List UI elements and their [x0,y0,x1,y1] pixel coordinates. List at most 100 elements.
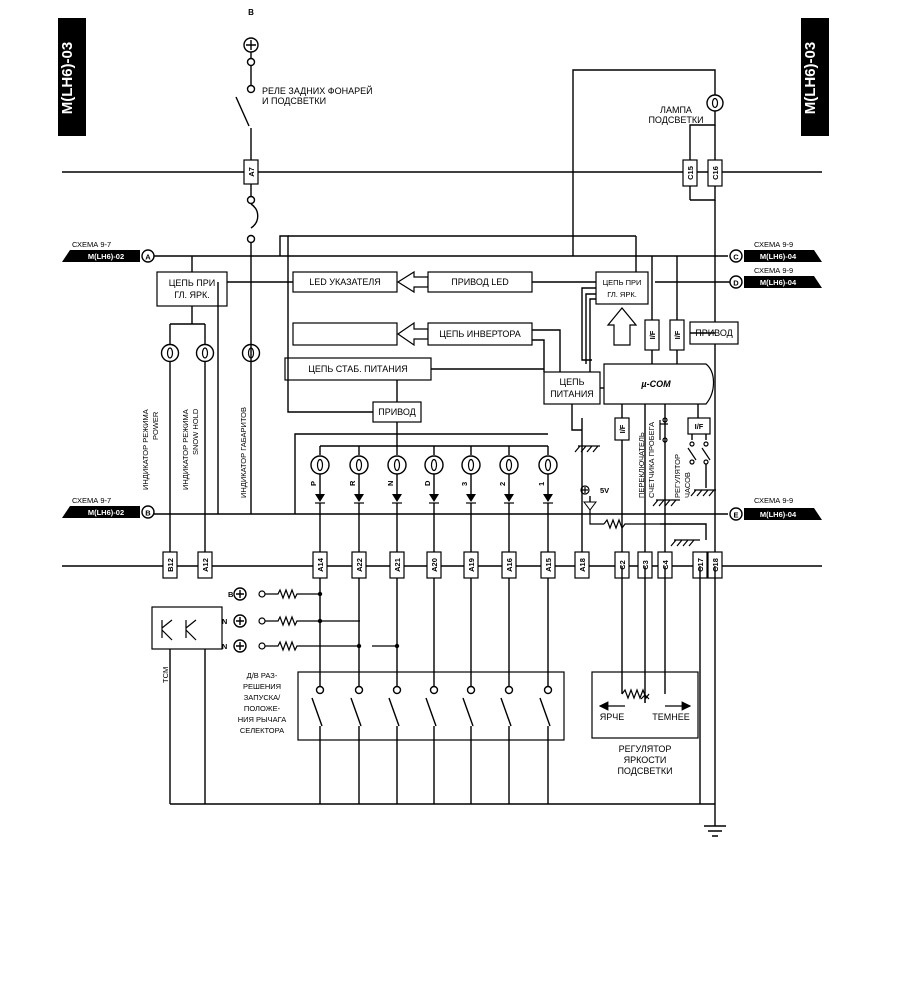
svg-text:POWER: POWER [151,411,160,440]
connector-a14: A14 [312,551,328,579]
svg-text:I/F: I/F [673,330,682,339]
svg-text:I/F: I/F [695,422,704,431]
svg-text:ИНДИКАТОР ГАБАРИТОВ: ИНДИКАТОР ГАБАРИТОВ [239,407,248,498]
selector-switch-N [388,578,402,804]
svg-text:Д/В РАЗ-: Д/В РАЗ- [247,671,278,680]
gear-lamp-3: 3 [460,446,481,566]
lamp-label-2: ПОДСВЕТКИ [648,115,703,125]
connector-a7: A7 [247,167,256,177]
svg-text:ЦЕПЬ ПРИ: ЦЕПЬ ПРИ [603,278,642,287]
connector-a20: A20 [426,551,442,579]
selector-switch-D [425,578,439,804]
page-code-right: M(LH6)-03 [801,18,829,136]
svg-text:5V: 5V [600,486,609,495]
svg-text:C: C [733,253,739,262]
ref-e: СХЕМА 9-9 E M(LH6)-04 [729,496,822,521]
svg-text:B: B [145,509,151,518]
gear-lamp-2: 2 [498,446,519,566]
svg-text:СХЕМА 9-9: СХЕМА 9-9 [754,240,793,249]
svg-text:C17: C17 [696,558,705,572]
svg-text:ЧАСОВ: ЧАСОВ [683,472,692,498]
svg-text:НИЯ РЫЧАГА: НИЯ РЫЧАГА [238,715,287,724]
gear-lamp-label-D: D [423,480,432,486]
svg-text:A14: A14 [316,557,325,572]
gear-lamp-1: 1 [537,446,558,566]
connector-a19: A19 [463,551,479,579]
inverter-blocks: ЦЕПЬ ИНВЕРТОРА [292,321,561,372]
svg-text:ЯРЧЕ: ЯРЧЕ [600,712,625,722]
dimmer: ЯРЧЕ ТЕМНЕЕ РЕГУЛЯТОР ЯРКОСТИ ПОДСВЕТКИ [591,566,699,776]
svg-text:СХЕМА 9-9: СХЕМА 9-9 [754,266,793,275]
connectors-top: A7 C15 C16 [243,159,723,187]
connector-b12: B12 [162,551,178,579]
svg-text:A20: A20 [430,558,439,572]
svg-text:M(LH6)-04: M(LH6)-04 [760,278,797,287]
indicator-power: ИНДИКАТОР РЕЖИМА POWER [141,343,180,566]
connector-a21: A21 [389,551,405,579]
gear-lamp-label-1: 1 [537,482,546,486]
connector-c15: C15 [686,166,695,180]
svg-text:C18: C18 [711,558,720,572]
driver-mid: ПРИВОД [279,235,637,446]
clock-regulator: РЕГУЛЯТОР ЧАСОВ [673,441,716,498]
svg-text:E: E [733,511,738,520]
svg-text:A21: A21 [393,558,402,572]
gear-lamp-label-3: 3 [460,482,469,486]
svg-text:ПОДСВЕТКИ: ПОДСВЕТКИ [617,766,672,776]
indicator-snow-hold: ИНДИКАТОР РЕЖИМА SNOW HOLD [181,343,215,566]
selector-switch-3 [462,578,476,804]
connector-a16: A16 [501,551,517,579]
svg-text:B12: B12 [166,558,175,572]
indicator-marker: ИНДИКАТОР ГАБАРИТОВ [239,343,261,498]
svg-text:M(LH6)-02: M(LH6)-02 [88,508,124,517]
relay-label-1: РЕЛЕ ЗАДНИХ ФОНАРЕЙ [262,85,373,96]
svg-text:ЯРКОСТИ: ЯРКОСТИ [624,755,667,765]
svg-text:C2: C2 [618,560,627,570]
power-inputs: B IGN IGN [214,587,398,653]
svg-text:ПИТАНИЯ: ПИТАНИЯ [550,389,594,399]
lamp-label-1: ЛАМПА [660,105,692,115]
svg-text:ЦЕПЬ ПРИ: ЦЕПЬ ПРИ [169,278,215,288]
svg-text:ГЛ. ЯРК.: ГЛ. ЯРК. [607,290,637,299]
page-code-left-text: M(LH6)-03 [59,42,76,115]
ground [170,566,726,837]
page-code-left: M(LH6)-03 [58,18,86,136]
svg-text:M(LH6)-04: M(LH6)-04 [760,252,797,261]
svg-text:D: D [733,279,739,288]
svg-text:ПЕРЕКЛЮЧАТЕЛЬ: ПЕРЕКЛЮЧАТЕЛЬ [637,432,646,498]
svg-text:ЗАПУСКА/: ЗАПУСКА/ [244,693,281,702]
svg-text:I/F: I/F [648,330,657,339]
ref-c: СХЕМА 9-9 C M(LH6)-04 [729,240,822,263]
svg-text:I/F: I/F [618,424,627,433]
selector-switch-R [350,578,364,804]
svg-text:ЦЕПЬ: ЦЕПЬ [559,377,584,387]
tcm: TCM [151,606,223,804]
page-code-right-text: M(LH6)-03 [802,42,819,115]
connector-c2: C2 [614,551,630,579]
svg-text:ПРИВОД: ПРИВОД [378,407,416,417]
svg-text:ИНДИКАТОР РЕЖИМА: ИНДИКАТОР РЕЖИМА [141,409,150,490]
svg-text:M(LH6)-04: M(LH6)-04 [760,510,797,519]
hl-circuit-left: ЦЕПЬ ПРИ ГЛ. ЯРК. [156,256,295,514]
svg-text:SNOW HOLD: SNOW HOLD [191,408,200,455]
ref-d: СХЕМА 9-9 D M(LH6)-04 [655,266,822,289]
svg-text:ГЛ. ЯРК.: ГЛ. ЯРК. [174,290,210,300]
connector-a12: A12 [197,551,213,579]
lamp-icon [706,94,724,112]
relay-section: B РЕЛЕ ЗАДНИХ ФОНАРЕЙ И ПОДСВЕТКИ [235,8,373,514]
svg-text:M(LH6)-02: M(LH6)-02 [88,252,124,261]
gear-lamp-N: N [386,446,407,566]
svg-text:ПОЛОЖЕ-: ПОЛОЖЕ- [244,704,281,713]
odo-switch: ПЕРЕКЛЮЧАТЕЛЬ СЧЕТЧИКА ПРОБЕГА [637,417,680,507]
five-volt-section: 5V [580,485,707,566]
svg-text:ЦЕПЬ СТАБ. ПИТАНИЯ: ЦЕПЬ СТАБ. ПИТАНИЯ [308,364,407,374]
svg-text:C3: C3 [641,560,650,570]
inhibitor-switch: Д/В РАЗ- РЕШЕНИЯ ЗАПУСКА/ ПОЛОЖЕ- НИЯ РЫ… [238,671,565,741]
svg-text:СХЕМА 9-7: СХЕМА 9-7 [72,496,111,505]
connector-a18: A18 [574,551,590,579]
backlight-lamp: ЛАМПА ПОДСВЕТКИ [572,69,724,560]
gear-lamp-D: D [423,446,444,566]
svg-text:СЧЕТЧИКА ПРОБЕГА: СЧЕТЧИКА ПРОБЕГА [647,422,656,498]
svg-text:TCM: TCM [161,667,170,683]
